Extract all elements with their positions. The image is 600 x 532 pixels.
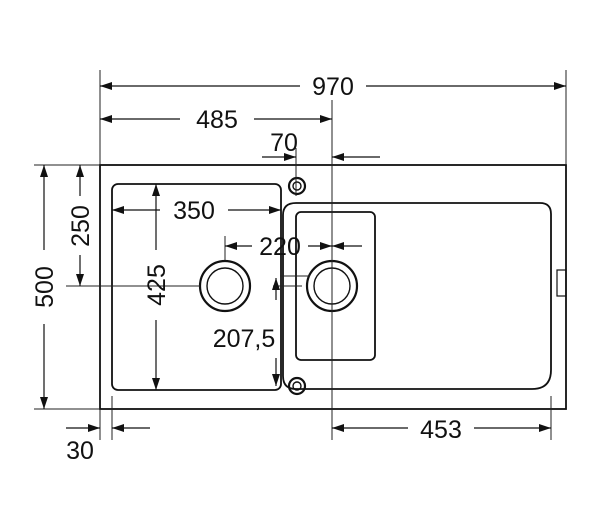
dim-drainer-width: 453 [420,416,462,444]
dim-main-bowl-width: 350 [173,197,215,225]
drainer-outer [282,202,552,390]
dim-half-depth: 250 [67,205,95,247]
dim-overall-width: 970 [312,73,354,101]
dim-edge-margin: 30 [66,437,94,465]
main-bowl [111,183,282,391]
drain-main-bowl [198,259,252,313]
dim-overall-depth: 500 [31,266,59,308]
dim-half-width: 485 [196,106,238,134]
dim-drain-spacing: 220 [259,233,301,261]
dim-main-bowl-depth: 425 [143,264,171,306]
tap-hole-bottom [287,376,307,396]
drainer-lip [556,269,567,297]
sink-outline [99,164,567,410]
dim-lines [40,82,566,432]
tap-hole-top [287,176,307,196]
dim-tap-hole-offset: 70 [270,129,298,157]
dim-drain-offset: 207,5 [213,325,276,353]
